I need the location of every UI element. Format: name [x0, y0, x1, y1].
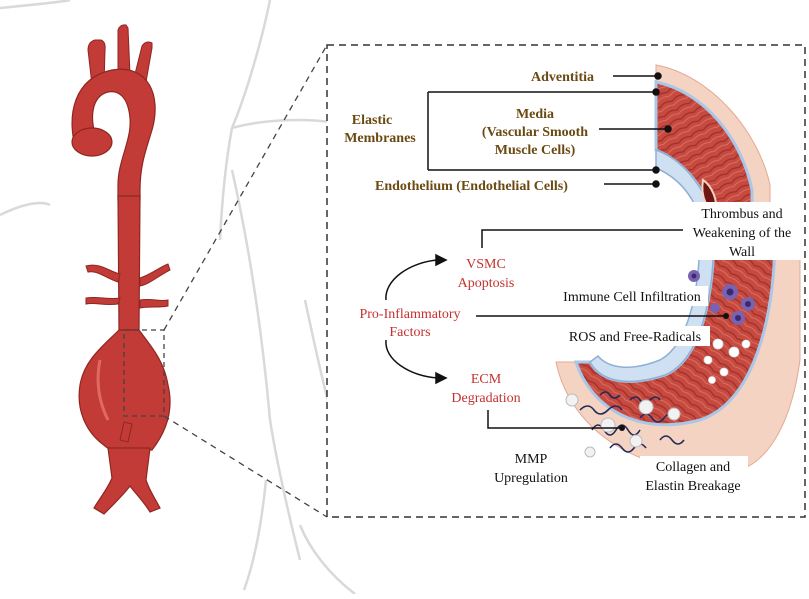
- visceral-branch-left: [85, 264, 121, 283]
- arrowhead-ecm: [435, 371, 448, 385]
- label-thrombus-line3: Wall: [729, 245, 755, 260]
- label-pro-inflammatory: Pro-Inflammatory: [359, 307, 460, 322]
- ros-particles: [703, 338, 751, 384]
- label-elastic-membranes-line2: Membranes: [344, 131, 416, 146]
- arrowhead-vsmc: [435, 253, 448, 267]
- iliac-arteries: [93, 447, 161, 515]
- label-mmp: MMP: [515, 452, 548, 467]
- label-vsmc-line2: Apoptosis: [458, 276, 515, 291]
- visceral-branch-right: [139, 263, 171, 287]
- label-vsmc: VSMC: [466, 257, 506, 272]
- label-ecm: ECM: [471, 372, 502, 387]
- immune-cells: [688, 270, 755, 325]
- label-adventitia: Adventitia: [531, 70, 594, 85]
- label-collagen-elastin: Collagen and: [656, 460, 730, 475]
- label-media-line2: (Vascular Smooth: [482, 125, 588, 140]
- pathway-arrows: [385, 229, 724, 429]
- zoom-region-box: [123, 329, 165, 417]
- renal-branch-right: [139, 298, 169, 309]
- aortic-branch-2: [117, 24, 131, 75]
- aorta: [71, 24, 171, 515]
- label-endothelium: Endothelium (Endothelial Cells): [375, 179, 568, 194]
- label-collagen-elastin-line2: Elastin Breakage: [645, 479, 740, 494]
- zoom-line-bottom: [163, 415, 328, 518]
- renal-branch-left: [85, 296, 121, 306]
- label-pro-inflammatory-line2: Factors: [389, 325, 430, 340]
- label-media-line3: Muscle Cells): [495, 143, 576, 158]
- label-mmp-line2: Upregulation: [494, 471, 568, 486]
- aortic-root: [71, 127, 113, 157]
- aortic-branch-3: [133, 41, 153, 83]
- descending-aorta: [117, 195, 141, 331]
- label-ros: ROS and Free-Radicals: [569, 330, 701, 345]
- label-immune-infiltration: Immune Cell Infiltration: [563, 290, 701, 305]
- mesenteric-branch: [119, 421, 133, 443]
- label-thrombus-line2: Weakening of the: [693, 226, 791, 241]
- detail-panel-border: [326, 44, 806, 518]
- label-elastic-membranes: Elastic: [352, 113, 392, 128]
- aortic-arch: [71, 68, 156, 201]
- layer-pointers: [427, 72, 672, 188]
- label-ecm-line2: Degradation: [451, 391, 520, 406]
- label-thrombus: Thrombus and: [701, 207, 782, 222]
- label-media: Media: [516, 107, 554, 122]
